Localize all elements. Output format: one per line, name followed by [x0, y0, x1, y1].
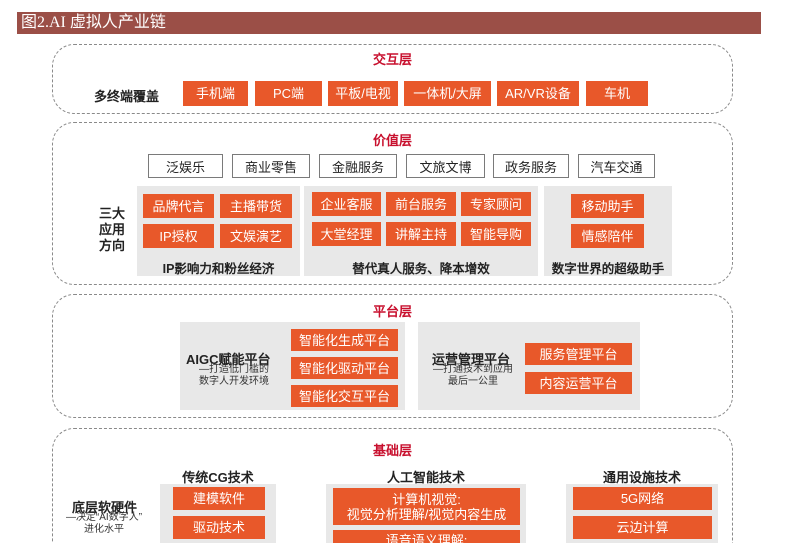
application-directions-label: 三大 应用 方向: [98, 206, 125, 253]
ops-platform-desc: —打通技术到应用 最后一公里: [433, 364, 513, 387]
direction-item: 智能导购: [461, 222, 531, 246]
base-item: 建模软件: [173, 487, 265, 510]
direction-caption-service: 替代真人服务、降本增效: [352, 262, 490, 276]
direction-item: 文娱演艺: [220, 224, 292, 248]
terminal-box: PC端: [255, 81, 322, 106]
direction-item: 前台服务: [386, 192, 456, 216]
direction-caption-ip: IP影响力和粉丝经济: [162, 262, 275, 276]
terminal-box: 平板/电视: [328, 81, 398, 106]
direction-item: 专家顾问: [461, 192, 531, 216]
aigc-platform-name: AIGC赋能平台: [186, 352, 271, 367]
base-column-title: 传统CG技术: [182, 470, 254, 485]
figure-title-bar: 图2.AI 虚拟人产业链: [17, 12, 761, 34]
value-layer-panel: [52, 122, 733, 285]
direction-item: 主播带货: [220, 194, 292, 218]
aigc-platform-item: 智能化交互平台: [291, 385, 398, 407]
industry-box: 文旅文博: [406, 154, 485, 178]
terminal-box: 一体机/大屏: [404, 81, 491, 106]
terminal-box: AR/VR设备: [497, 81, 579, 106]
direction-item: 企业客服: [312, 192, 381, 216]
direction-item: 情感陪伴: [571, 224, 644, 248]
industry-box: 泛娱乐: [148, 154, 223, 178]
industry-box: 商业零售: [232, 154, 310, 178]
interaction-layer-title: 交互层: [372, 52, 412, 67]
figure-title: 图2.AI 虚拟人产业链: [21, 14, 166, 31]
base-layer-title: 基础层: [372, 443, 412, 458]
industry-box: 政务服务: [493, 154, 569, 178]
direction-item: 品牌代言: [143, 194, 214, 218]
base-side-desc: —决定“AI数字人” 进化水平: [65, 512, 143, 535]
base-side-label: 底层软硬件: [72, 500, 138, 515]
terminal-box: 手机端: [183, 81, 248, 106]
direction-caption-assistant: 数字世界的超级助手: [551, 262, 665, 276]
platform-layer-panel: [52, 294, 733, 418]
base-item: 云边计算: [573, 516, 712, 539]
base-item-speech: 语音语义理解:: [333, 530, 520, 543]
platform-layer-title: 平台层: [372, 304, 412, 319]
base-layer-panel: [52, 428, 733, 543]
base-item: 驱动技术: [173, 516, 265, 539]
interaction-layer-panel: [52, 44, 733, 114]
base-item: 5G网络: [573, 487, 712, 510]
value-layer-title: 价值层: [372, 133, 412, 148]
base-item-computer-vision: 计算机视觉: 视觉分析理解/视觉内容生成: [333, 488, 520, 525]
direction-item: 大堂经理: [312, 222, 381, 246]
direction-item: IP授权: [143, 224, 214, 248]
ops-platform-item: 服务管理平台: [525, 343, 632, 365]
ops-platform-name: 运营管理平台: [432, 352, 511, 367]
ops-platform-item: 内容运营平台: [525, 372, 632, 394]
terminal-box: 车机: [586, 81, 648, 106]
aigc-platform-item: 智能化生成平台: [291, 329, 398, 351]
aigc-platform-desc: —打造低门槛的 数字人开发环境: [199, 364, 269, 387]
multi-terminal-label: 多终端覆盖: [94, 89, 160, 104]
base-column-title: 人工智能技术: [386, 470, 465, 485]
industry-box: 金融服务: [319, 154, 397, 178]
base-column-title: 通用设施技术: [602, 470, 681, 485]
aigc-platform-item: 智能化驱动平台: [291, 357, 398, 379]
direction-item: 移动助手: [571, 194, 644, 218]
direction-item: 讲解主持: [386, 222, 456, 246]
ops-platform-group: [418, 322, 640, 410]
industry-box: 汽车交通: [578, 154, 655, 178]
